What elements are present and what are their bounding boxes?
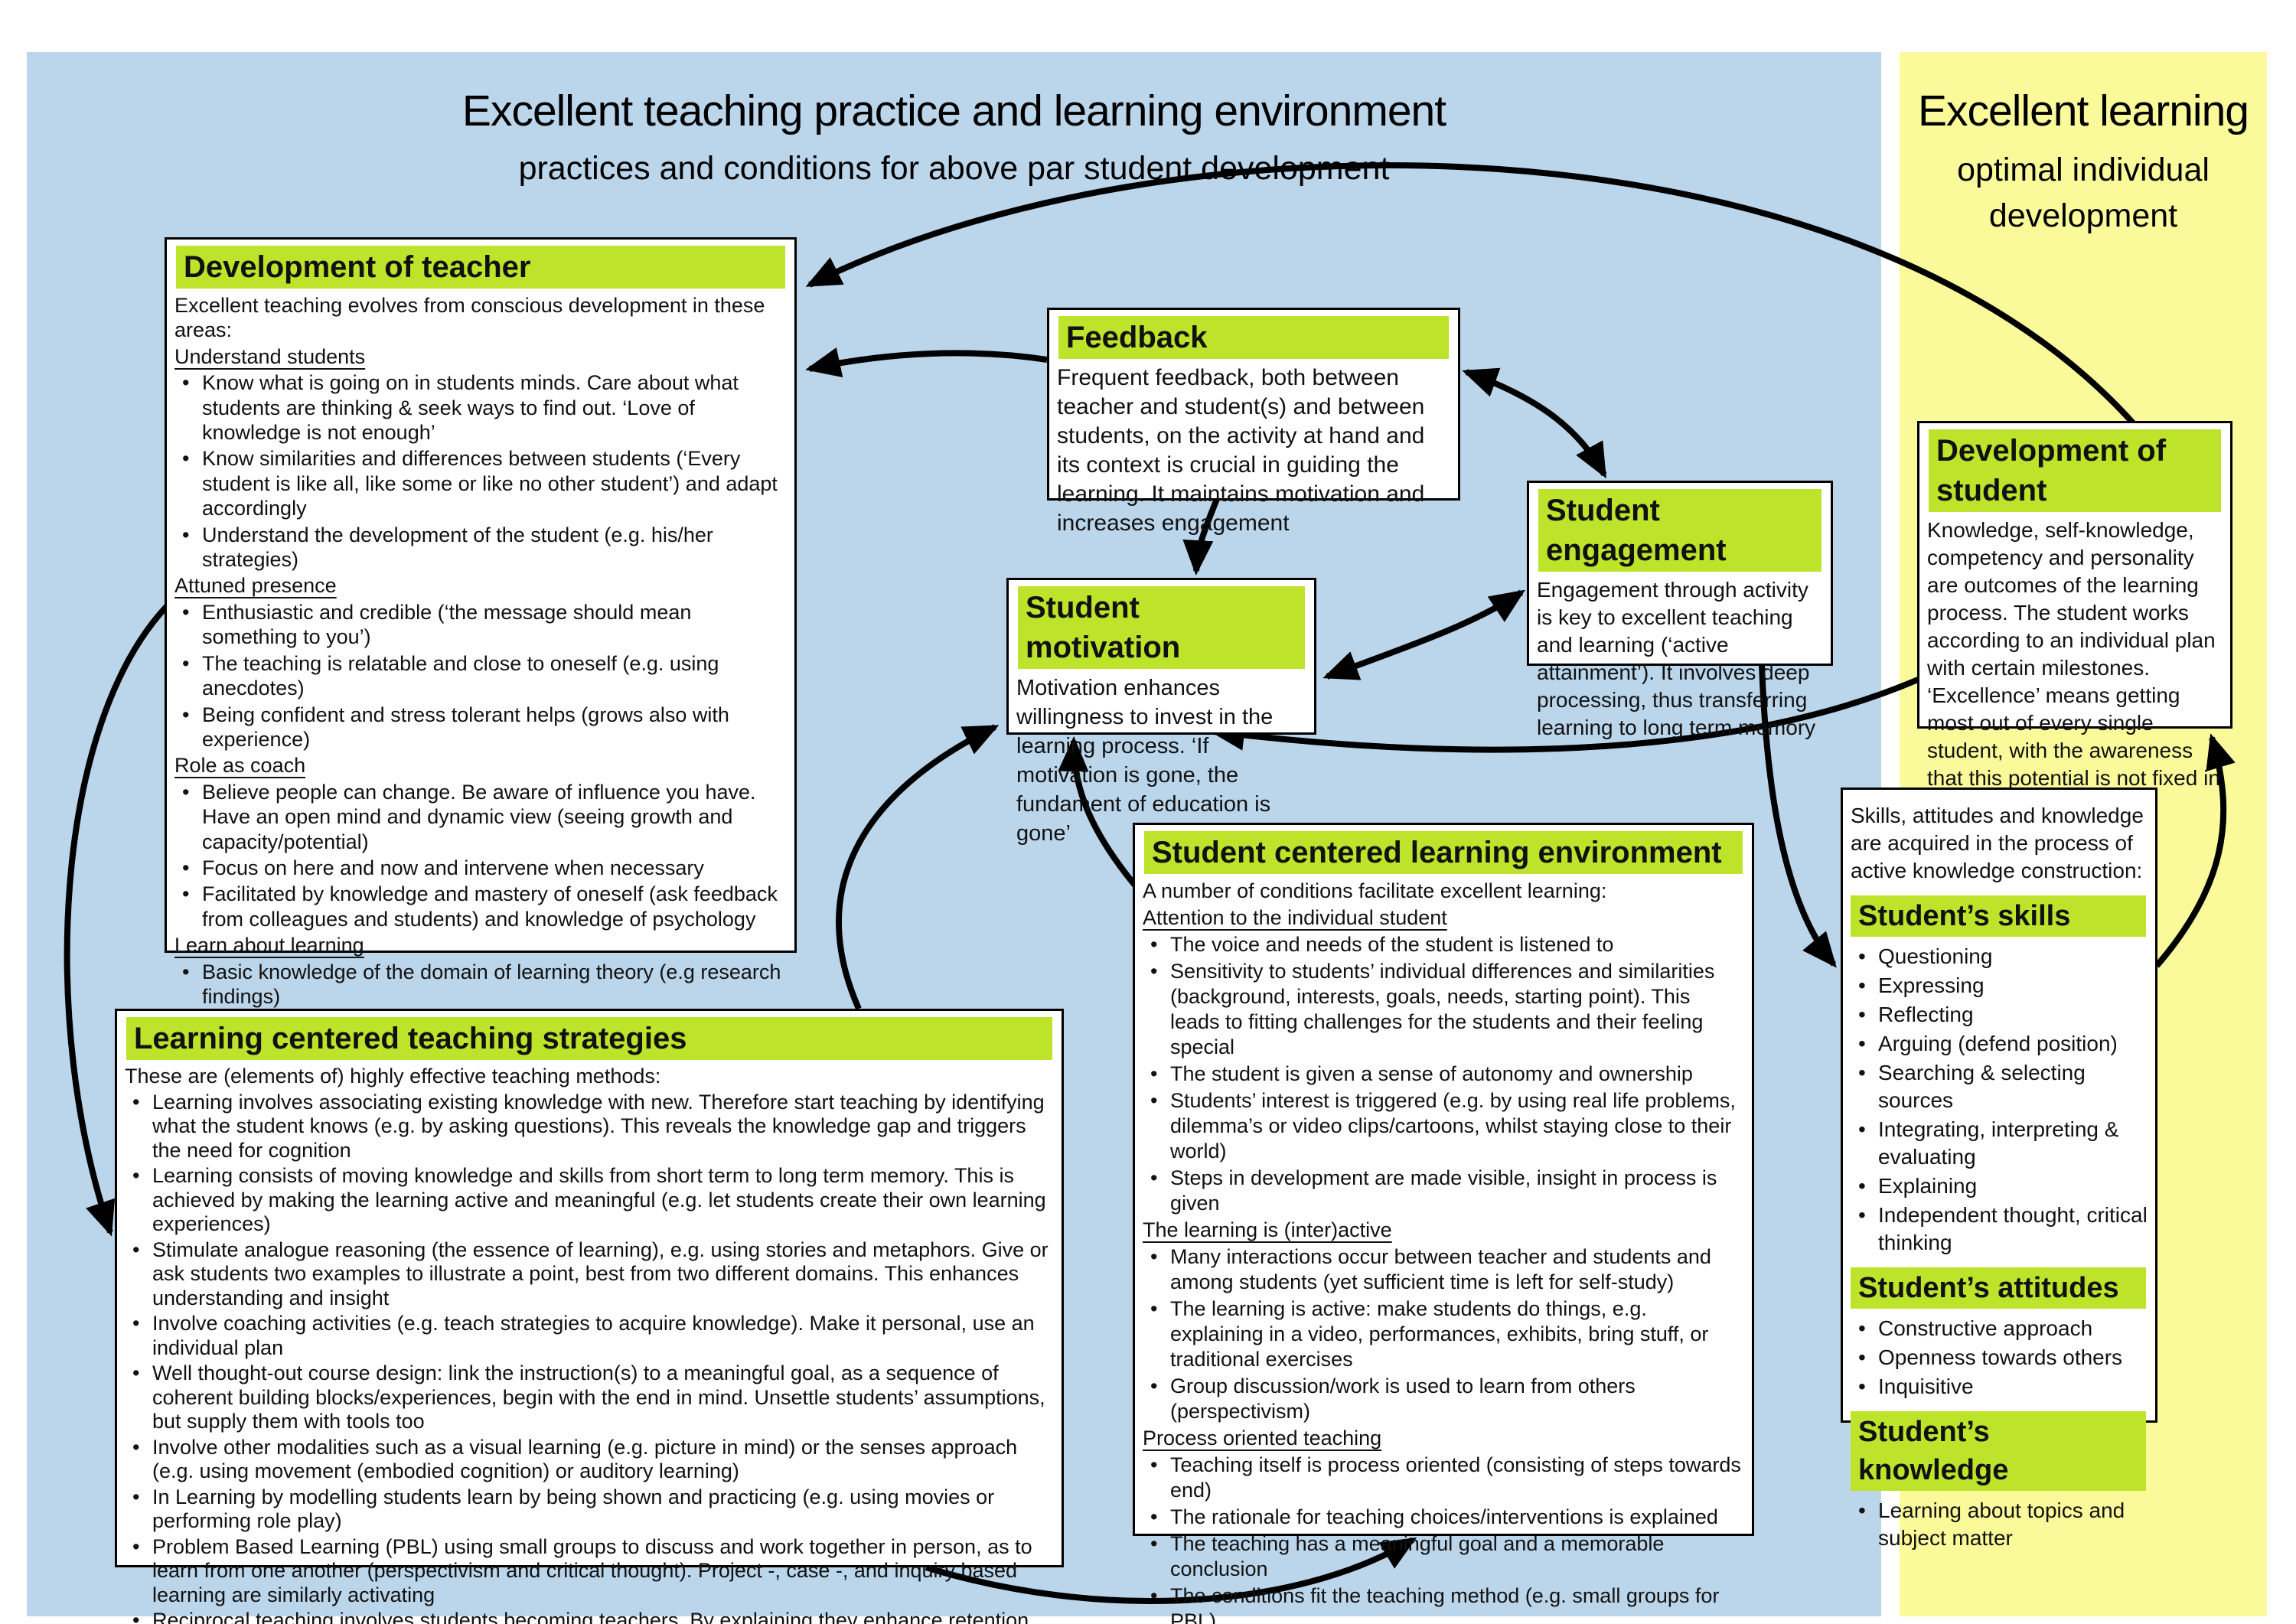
student-centered-environment-box: Student centered learning environment A …	[1133, 823, 1754, 1624]
page-subtitle: practices and conditions for above par s…	[518, 150, 1390, 187]
student-centered-environment-title: Student centered learning environment	[1144, 831, 1743, 874]
section-heading: Understand students	[174, 344, 366, 368]
student-engagement-body: Engagement through activity is key to ex…	[1537, 578, 1816, 739]
bullet-item: Learning consists of moving knowledge an…	[125, 1164, 1054, 1237]
feedback-box: Feedback Frequent feedback, both between…	[1047, 308, 1460, 536]
bullet-item: Reciprocal teaching involves students be…	[125, 1609, 1054, 1624]
bullet-item: The teaching is relatable and close to o…	[174, 651, 787, 701]
bullet-item: Expressing	[1851, 972, 2148, 1000]
bullet-item: Inquisitive	[1851, 1373, 2148, 1401]
student-outcomes-body: Skills, attitudes and knowledge are acqu…	[1851, 802, 2148, 1552]
student-centered-environment-body: A number of conditions facilitate excell…	[1143, 879, 1744, 1624]
development-of-student-body: Knowledge, self-knowledge, competency an…	[1927, 518, 2220, 817]
bullet-item: Reflecting	[1851, 1001, 2148, 1029]
bullet-item: Group discussion/work is used to learn f…	[1143, 1374, 1744, 1424]
development-of-student-title: Development of student	[1929, 429, 2221, 512]
bullet-item: The learning is active: make students do…	[1143, 1296, 1744, 1372]
arrow-feedback-to-motivation	[1182, 497, 1220, 576]
bullet-item: Explaining	[1851, 1172, 2148, 1200]
intro-text: Skills, attitudes and knowledge are acqu…	[1851, 804, 2144, 882]
bullet-item: Many interactions occur between teacher …	[1143, 1244, 1744, 1295]
bullet-item: The conditions fit the teaching method (…	[1143, 1583, 1744, 1624]
arrow-outcomes-to-devstudent	[2154, 733, 2236, 968]
arrow-strategies-to-motivation	[836, 724, 1000, 1010]
arrow-teacher-to-strategies	[64, 604, 169, 1237]
green-sub-header: Student’s skills	[1851, 895, 2146, 937]
intro-text: A number of conditions facilitate excell…	[1143, 879, 1607, 902]
section-heading: Attuned presence	[174, 574, 337, 598]
bullet-item: Know similarities and differences betwee…	[174, 446, 787, 520]
bullet-item: Know what is going on in students minds.…	[174, 370, 787, 445]
bullet-item: Basic knowledge of the domain of learnin…	[174, 960, 787, 1009]
bullet-item: Independent thought, critical thinking	[1851, 1202, 2148, 1257]
bullet-item: The teaching has a meaningful goal and a…	[1143, 1531, 1744, 1582]
bullet-item: Enthusiastic and credible (‘the message …	[174, 600, 787, 650]
student-engagement-box: Student engagement Engagement through ac…	[1527, 481, 1833, 739]
page-title: Excellent teaching practice and learning…	[461, 86, 1446, 135]
bullet-item: Involve other modalities such as a visua…	[125, 1436, 1054, 1484]
intro-text: These are (elements of) highly effective…	[125, 1065, 661, 1088]
feedback-body: Frequent feedback, both between teacher …	[1057, 365, 1425, 536]
bullet-item: Facilitated by knowledge and mastery of …	[174, 882, 787, 931]
bullet-item: Problem Based Learning (PBL) using small…	[125, 1535, 1054, 1608]
student-outcomes-box: Skills, attitudes and knowledge are acqu…	[1841, 788, 2157, 1550]
bullet-item: Constructive approach	[1851, 1315, 2148, 1342]
intro-text: Excellent teaching evolves from consciou…	[174, 294, 765, 342]
right-panel-subtitle-line2: development	[1988, 197, 2178, 234]
bullet-item: In Learning by modelling students learn …	[125, 1485, 1054, 1534]
bullet-item: Involve coaching activities (e.g. teach …	[125, 1312, 1054, 1360]
bullet-item: Arguing (defend position)	[1851, 1030, 2148, 1058]
section-heading: The learning is (inter)active	[1143, 1218, 1392, 1241]
development-of-teacher-box: Development of teacher Excellent teachin…	[165, 237, 797, 1339]
bullet-item: The voice and needs of the student is li…	[1143, 932, 1744, 957]
arrow-feedback-engagement	[1462, 367, 1607, 479]
bullet-item: Sensitivity to students’ individual diff…	[1143, 959, 1744, 1060]
bullet-item: Students’ interest is triggered (e.g. by…	[1143, 1088, 1744, 1164]
bullet-item: Openness towards others	[1851, 1344, 2148, 1371]
arrow-feedback-to-teacher	[805, 347, 1048, 378]
development-of-teacher-title: Development of teacher	[176, 246, 785, 289]
arrow-motivation-engagement	[1322, 589, 1525, 680]
feedback-title: Feedback	[1058, 316, 1449, 359]
arrow-devstudent-to-motivation	[1209, 677, 1919, 753]
green-sub-header: Student’s attitudes	[1851, 1267, 2146, 1309]
section-heading: Attention to the individual student	[1143, 906, 1447, 929]
bullet-item: Understand the development of the studen…	[174, 523, 787, 572]
bullet-item: Believe people can change. Be aware of i…	[174, 780, 787, 854]
bullet-item: Stimulate analogue reasoning (the essenc…	[125, 1238, 1054, 1311]
learning-centered-strategies-box: Learning centered teaching strategies Th…	[115, 1009, 1064, 1624]
right-panel-title: Excellent learning	[1918, 86, 2249, 135]
right-panel-subtitle-line1: optimal individual	[1957, 152, 2210, 188]
bullet-item: Integrating, interpreting & evaluating	[1851, 1116, 2148, 1171]
bullet-item: Searching & selecting sources	[1851, 1059, 2148, 1114]
section-heading: Learn about learning	[174, 934, 364, 957]
learning-centered-strategies-title: Learning centered teaching strategies	[126, 1017, 1052, 1060]
bullet-item: Focus on here and now and intervene when…	[174, 856, 787, 881]
arrow-studentcentered-to-motivation	[1058, 736, 1139, 889]
section-heading: Process oriented teaching	[1143, 1427, 1382, 1450]
bullet-item: Steps in development are made visible, i…	[1143, 1166, 1744, 1216]
student-engagement-title: Student engagement	[1538, 489, 1821, 572]
bullet-item: Well thought-out course design: link the…	[125, 1361, 1054, 1434]
student-motivation-title: Student motivation	[1018, 586, 1305, 669]
student-motivation-box: Student motivation Motivation enhances w…	[1006, 578, 1316, 846]
learning-centered-strategies-body: These are (elements of) highly effective…	[125, 1065, 1054, 1624]
bullet-item: The rationale for teaching choices/inter…	[1143, 1505, 1744, 1530]
bullet-item: Learning about topics and subject matter	[1851, 1497, 2148, 1552]
bullet-item: Learning involves associating existing k…	[125, 1091, 1054, 1163]
green-sub-header: Student’s knowledge	[1851, 1411, 2146, 1491]
bullet-item: The student is given a sense of autonomy…	[1143, 1061, 1744, 1087]
student-motivation-body: Motivation enhances willingness to inves…	[1016, 676, 1274, 846]
bullet-item: Being confident and stress tolerant help…	[174, 703, 787, 752]
section-heading: Role as coach	[174, 754, 306, 778]
development-of-student-box: Development of student Knowledge, self-k…	[1917, 421, 2232, 817]
arrow-engagement-to-outcomes	[1759, 664, 1837, 968]
bullet-item: Questioning	[1851, 943, 2148, 970]
bullet-item: Teaching itself is process oriented (con…	[1143, 1453, 1744, 1503]
arrow-devstudent-to-teacher	[805, 162, 2138, 428]
